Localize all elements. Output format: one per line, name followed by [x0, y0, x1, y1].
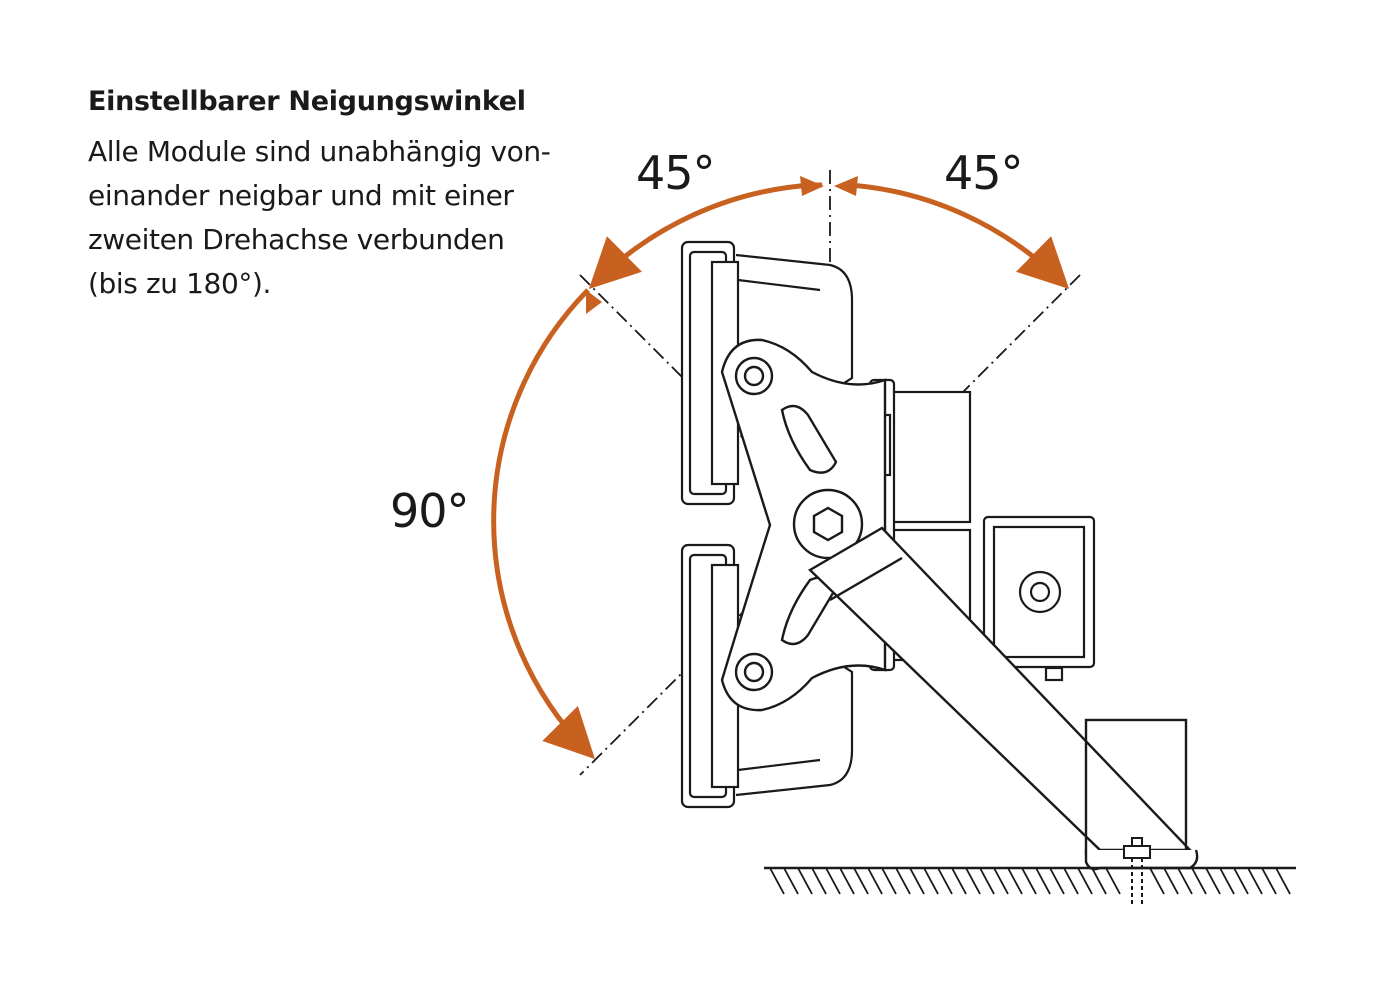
heading: Einstellbarer Neigungswinkel	[88, 86, 526, 117]
angle-label-right-45: 45°	[944, 146, 1024, 200]
description-line: zweiten Drehachse verbunden	[88, 223, 505, 256]
description-line: (bis zu 180°).	[88, 267, 271, 300]
angle-arrows	[491, 182, 1070, 760]
angle-label-90: 90°	[390, 484, 470, 538]
ground	[764, 837, 1296, 906]
hex-bolt-icon	[812, 506, 844, 542]
ground-hatching	[769, 867, 1291, 895]
diagonal-axis-1	[579, 274, 1081, 776]
swivel-bracket	[720, 338, 887, 712]
arrow-right-45	[849, 182, 1070, 290]
junction-box	[982, 515, 1096, 682]
angle-label-left-45: 45°	[636, 146, 716, 200]
description: Alle Module sind unabhängig von- einande…	[88, 130, 568, 306]
diagonal-axis-2	[579, 274, 1081, 776]
anchor-bolt-icon	[1123, 837, 1151, 906]
arrow-left-45	[588, 182, 813, 290]
lamp-module-bottom	[680, 543, 854, 809]
arrow-heads	[586, 176, 858, 314]
description-line: einander neigbar und mit einer	[88, 179, 514, 212]
description-line: Alle Module sind unabhängig von-	[88, 135, 551, 168]
arrow-90	[491, 288, 595, 760]
